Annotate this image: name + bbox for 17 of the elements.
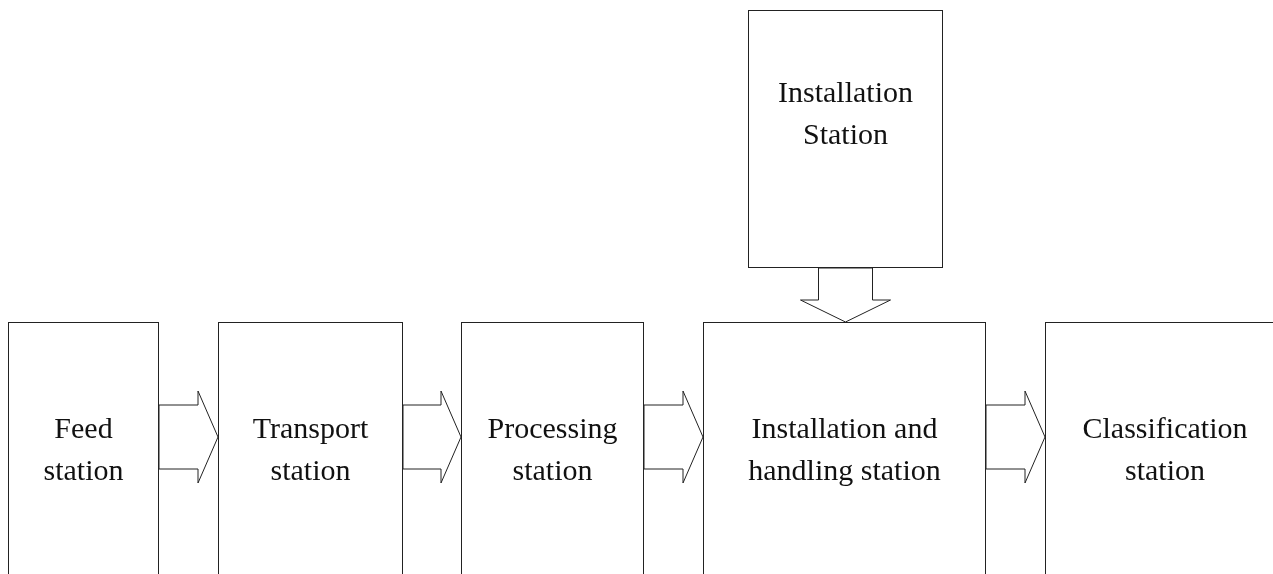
station-box xyxy=(748,10,943,268)
station-label: Transport station xyxy=(251,409,370,488)
station-label: Installation and handling station xyxy=(747,409,942,488)
station-box xyxy=(218,322,403,574)
station-box xyxy=(1045,322,1273,574)
station-label: Feed station xyxy=(42,409,125,488)
block-arrow xyxy=(800,267,891,323)
block-arrow xyxy=(643,390,704,484)
station-box xyxy=(703,322,986,574)
block-arrow xyxy=(158,390,219,484)
station-label: Classification station xyxy=(1081,409,1249,488)
station-box xyxy=(461,322,644,574)
station-label: Processing station xyxy=(486,409,619,488)
station-label: Installation Station xyxy=(777,74,914,152)
block-arrow xyxy=(985,390,1046,484)
station-box xyxy=(8,322,159,574)
block-arrow xyxy=(402,390,462,484)
